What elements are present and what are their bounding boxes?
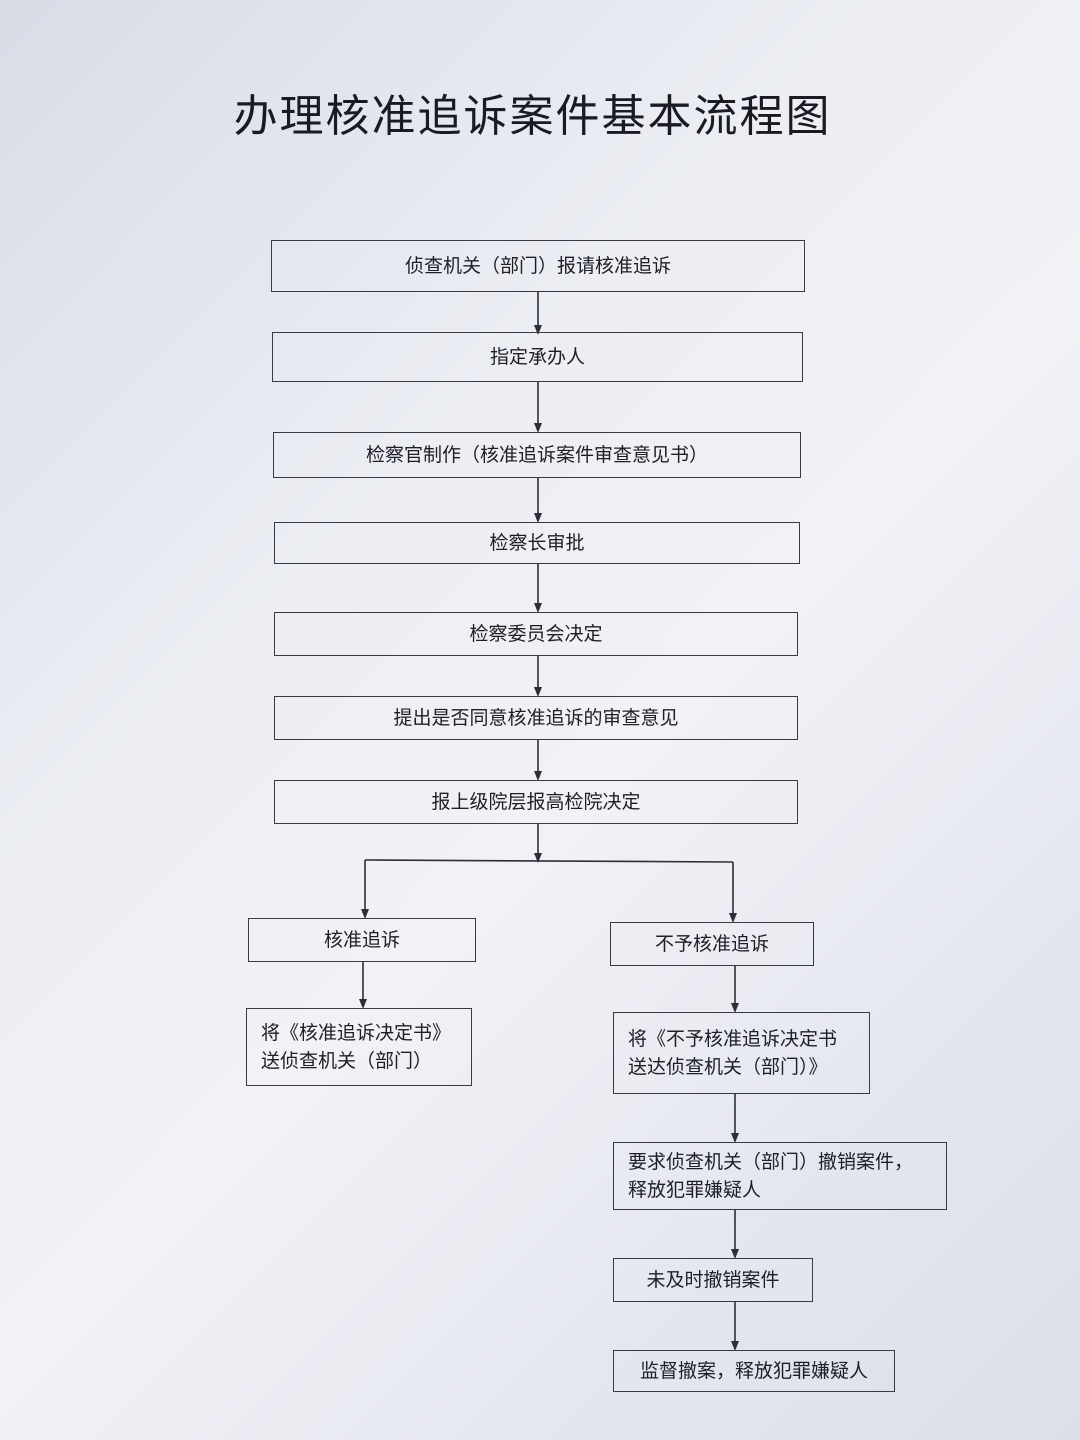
step-review-opinion: 提出是否同意核准追诉的审查意见	[274, 696, 798, 740]
step-committee-decision: 检察委员会决定	[274, 612, 798, 656]
status-not-timely-withdrawn: 未及时撤销案件	[613, 1258, 813, 1302]
split-horizontal	[364, 859, 734, 863]
step-committee-decision-label: 检察委员会决定	[469, 622, 603, 645]
decision-approve-label: 核准追诉	[323, 928, 400, 951]
action-supervise-withdraw-label: 监督撤案，释放犯罪嫌疑人	[639, 1359, 868, 1382]
step-prosecutor-opinion: 检察官制作（核准追诉案件审查意见书）	[273, 432, 801, 478]
step-chief-approval-label: 检察长审批	[489, 531, 585, 554]
step-assign-handler: 指定承办人	[272, 332, 803, 382]
decision-reject: 不予核准追诉	[610, 922, 814, 966]
action-send-approval-text: 将《核准追诉决定书》 送侦查机关（部门）	[261, 1019, 451, 1076]
action-supervise-withdraw: 监督撤案，释放犯罪嫌疑人	[613, 1350, 895, 1392]
step-assign-handler-label: 指定承办人	[489, 345, 585, 368]
step-report-request-label: 侦查机关（部门）报请核准追诉	[404, 254, 671, 277]
step-chief-approval: 检察长审批	[274, 522, 800, 564]
action-send-rejection: 将《不予核准追诉决定书 送达侦查机关（部门）》	[613, 1012, 870, 1094]
action-request-withdraw: 要求侦查机关（部门）撤销案件， 释放犯罪嫌疑人	[613, 1142, 947, 1210]
action-send-rejection-line2: 送达侦查机关（部门）》	[628, 1056, 828, 1078]
decision-reject-label: 不予核准追诉	[654, 932, 769, 955]
action-send-approval-line1: 将《核准追诉决定书》	[261, 1021, 452, 1044]
step-escalate-decision-label: 报上级院层报高检院决定	[431, 790, 641, 813]
step-review-opinion-label: 提出是否同意核准追诉的审查意见	[393, 706, 679, 729]
step-escalate-decision: 报上级院层报高检院决定	[274, 780, 798, 824]
action-send-approval-line2: 送侦查机关（部门）	[261, 1050, 433, 1072]
action-request-withdraw-line2: 释放犯罪嫌疑人	[628, 1179, 762, 1201]
action-request-withdraw-text: 要求侦查机关（部门）撤销案件， 释放犯罪嫌疑人	[628, 1148, 913, 1205]
step-prosecutor-opinion-label: 检察官制作（核准追诉案件审查意见书）	[365, 443, 708, 466]
action-send-rejection-text: 将《不予核准追诉决定书 送达侦查机关（部门）》	[628, 1025, 837, 1082]
diagram-title: 办理核准追诉案件基本流程图	[233, 91, 832, 142]
action-request-withdraw-line1: 要求侦查机关（部门）撤销案件，	[628, 1150, 914, 1173]
status-not-timely-withdrawn-label: 未及时撤销案件	[646, 1268, 780, 1291]
action-send-approval: 将《核准追诉决定书》 送侦查机关（部门）	[246, 1008, 472, 1086]
action-send-rejection-line1: 将《不予核准追诉决定书	[628, 1027, 838, 1050]
step-report-request: 侦查机关（部门）报请核准追诉	[271, 240, 805, 292]
decision-approve: 核准追诉	[248, 918, 476, 962]
